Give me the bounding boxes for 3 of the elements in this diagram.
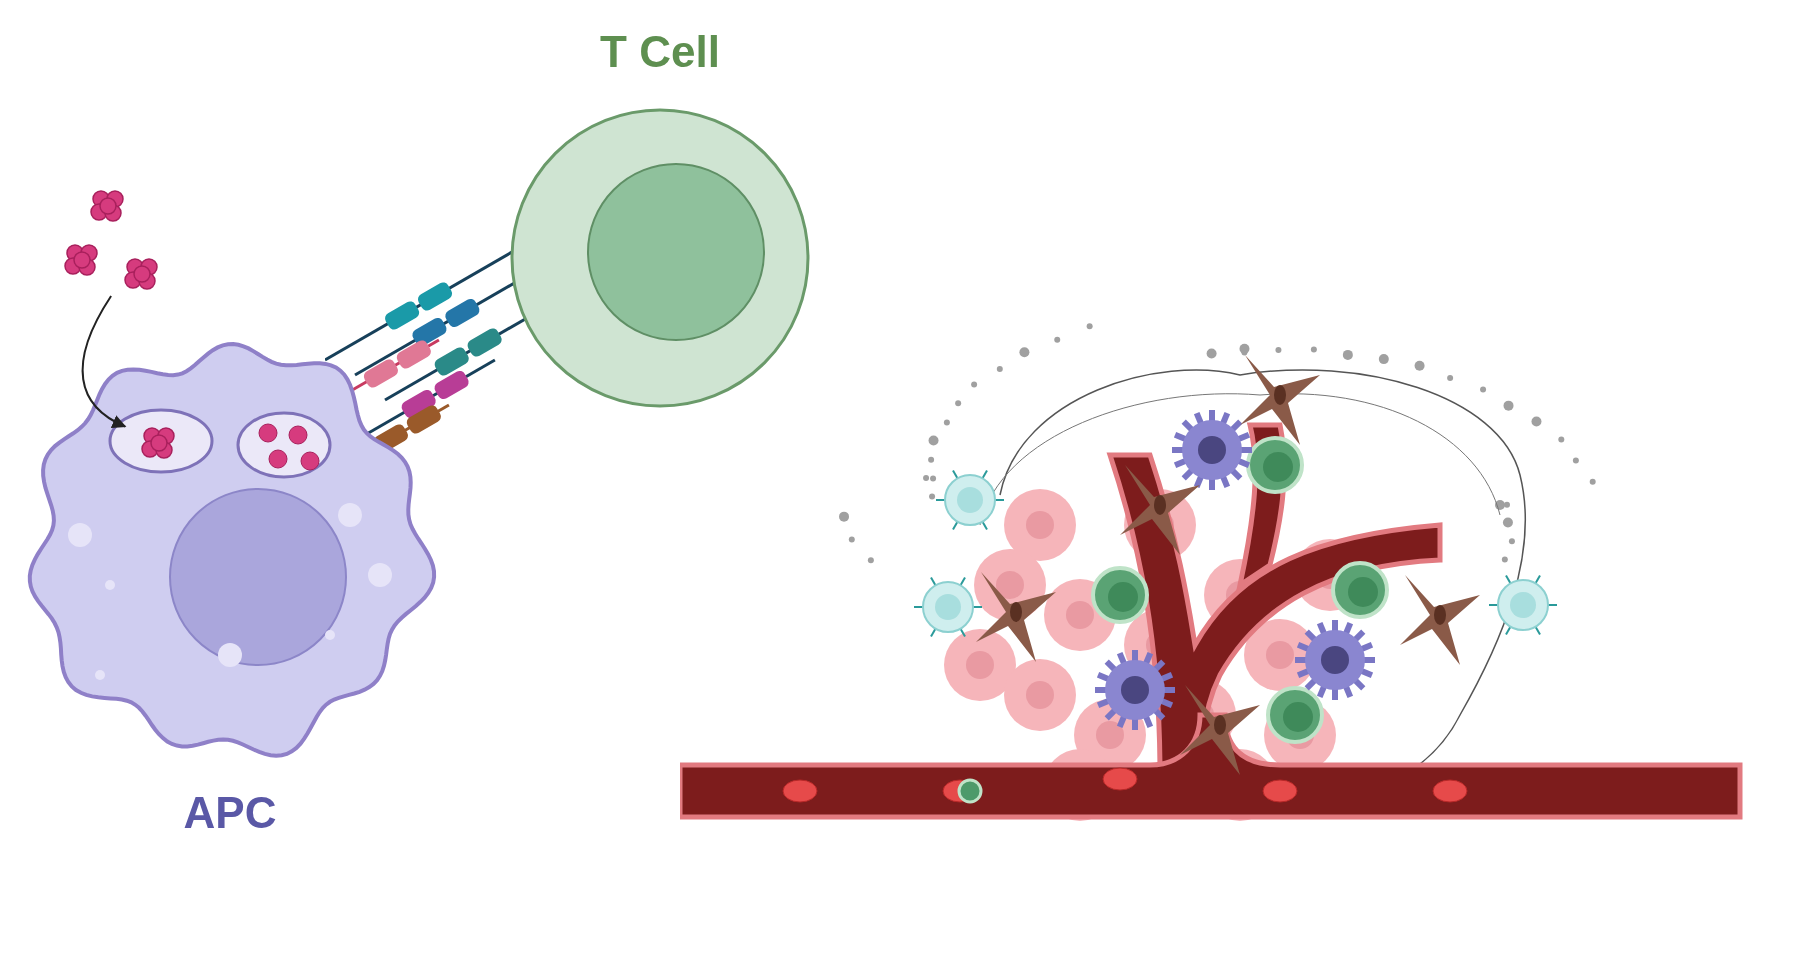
cell-label: T Cell — [599, 30, 721, 74]
cell-label: APC — [182, 791, 278, 835]
arrow — [81, 295, 127, 428]
